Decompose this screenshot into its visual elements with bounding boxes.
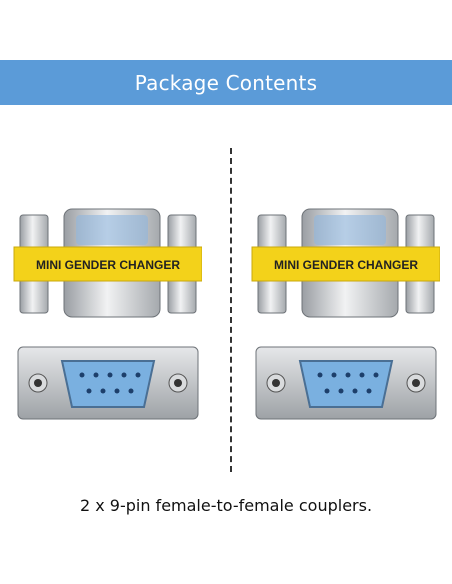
band-label: MINI GENDER CHANGER <box>36 258 180 272</box>
package-contents-banner: Package Contents <box>0 60 452 105</box>
caption: 2 x 9-pin female-to-female couplers. <box>79 496 373 515</box>
band-label: MINI GENDER CHANGER <box>274 258 418 272</box>
product-right: MINI GENDER CHANGER <box>250 205 441 324</box>
coupler-side-view: MINI GENDER CHANGER <box>13 208 203 318</box>
product-left: MINI GENDER CHANGER <box>12 205 203 324</box>
coupler-front-view <box>255 346 437 420</box>
coupler-side-view: MINI GENDER CHANGER <box>251 208 441 318</box>
product-left-front <box>16 345 200 425</box>
banner-title: Package Contents <box>134 70 318 95</box>
dashed-divider <box>230 148 232 472</box>
product-right-front <box>254 345 438 425</box>
coupler-front-view <box>17 346 199 420</box>
